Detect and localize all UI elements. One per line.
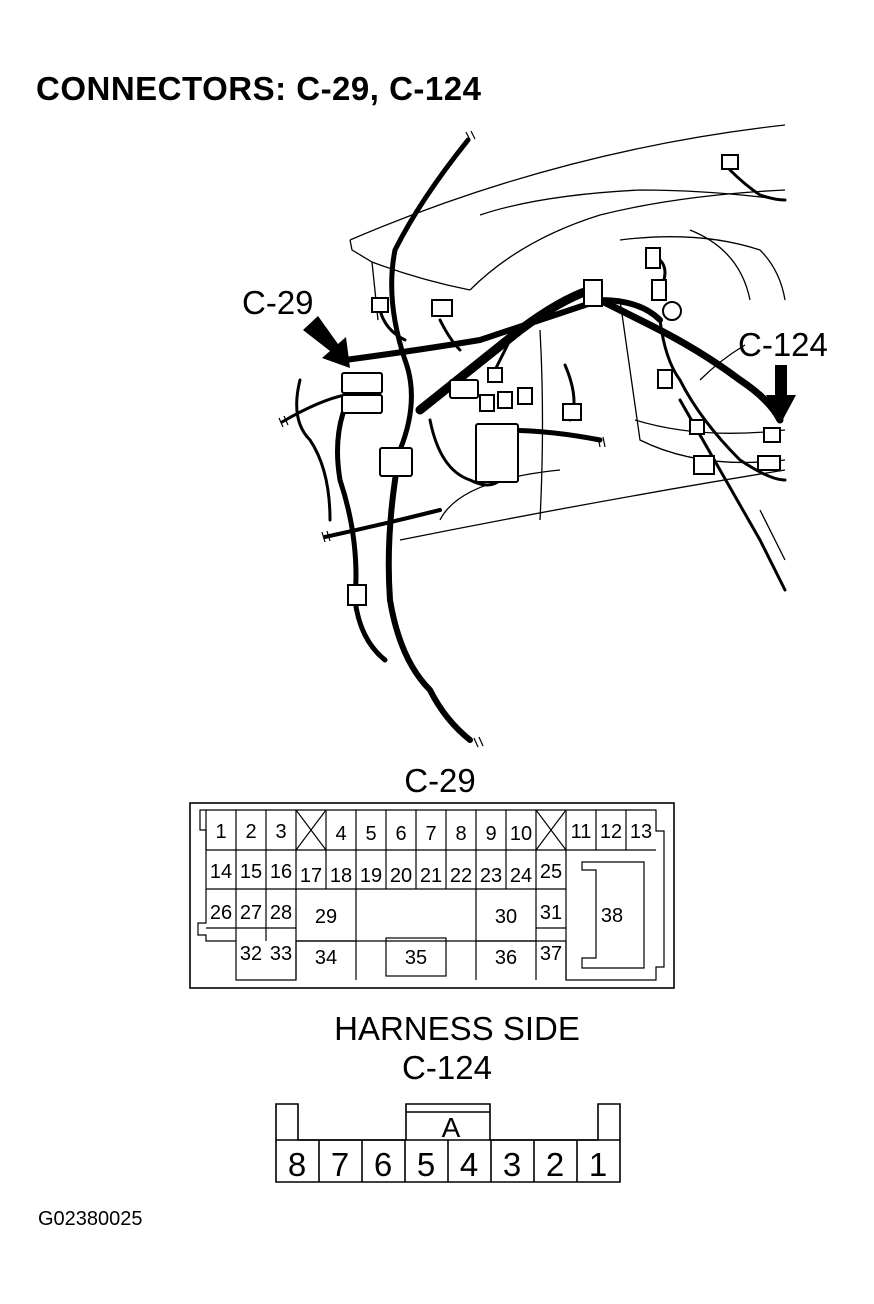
c29-pin: 9 (485, 823, 496, 845)
c29-pin: 11 (571, 821, 592, 843)
callout-c124-label: C-124 (738, 326, 828, 363)
c124-pin: 5 (417, 1146, 435, 1183)
c29-pin: 10 (510, 823, 532, 845)
c124-pin: 4 (460, 1146, 478, 1183)
c29-pin: 8 (455, 823, 466, 845)
c124-connector-face (275, 1103, 621, 1183)
c124-pin-numbers: 8 7 6 5 4 3 2 1 (288, 1146, 607, 1183)
c29-pin: 1 (215, 821, 226, 843)
c29-pin: 29 (315, 906, 337, 928)
c124-label: C-124 (402, 1049, 492, 1086)
c29-pin: 18 (330, 865, 352, 887)
c29-pin: 35 (405, 947, 427, 969)
page-title: CONNECTORS: C-29, C-124 (36, 70, 482, 107)
c29-arrow (303, 316, 350, 368)
c29-pin: 4 (335, 823, 346, 845)
dashboard-outline (349, 124, 786, 561)
c29-pin: 13 (630, 821, 652, 843)
c29-pin: 16 (270, 861, 292, 883)
c29-pin: 27 (240, 902, 262, 924)
c124-pin: 3 (503, 1146, 521, 1183)
c29-pin: 38 (601, 905, 623, 927)
c29-pin: 20 (390, 865, 412, 887)
c124-pin: 7 (331, 1146, 349, 1183)
c29-pin: 28 (270, 902, 292, 924)
c29-pin: 30 (495, 906, 517, 928)
callout-arrows (303, 316, 796, 423)
c29-pin: 34 (315, 947, 337, 969)
c29-pin: 32 (240, 943, 262, 965)
c29-pin: 5 (365, 823, 376, 845)
wire-end-ticks (278, 130, 606, 748)
c29-pin: 31 (540, 902, 562, 924)
c29-pin: 25 (540, 861, 562, 883)
figure-reference-code: G02380025 (38, 1208, 143, 1230)
connector-blocks (341, 154, 781, 606)
c124-pin: 2 (546, 1146, 564, 1183)
c29-pin: 22 (450, 865, 472, 887)
c29-pin: 17 (300, 865, 322, 887)
c29-pin: 36 (495, 947, 517, 969)
harness-side-caption: HARNESS SIDE (334, 1010, 580, 1047)
c29-pin: 33 (270, 943, 292, 965)
c29-pin-numbers: 1 2 3 4 5 6 7 8 9 10 11 12 13 14 15 16 1… (210, 821, 652, 969)
c29-pin: 6 (395, 823, 406, 845)
c29-pin: 19 (360, 865, 382, 887)
harness-wires (280, 137, 787, 743)
c29-pin: 14 (210, 861, 232, 883)
c29-pin: 3 (275, 821, 286, 843)
c29-connector-face (189, 802, 675, 989)
c124-pin: 8 (288, 1146, 306, 1183)
c29-pin: 15 (240, 861, 262, 883)
c29-pin: 12 (600, 821, 622, 843)
c124-key-label: A (442, 1112, 461, 1143)
c124-arrow (766, 365, 796, 423)
c29-pin: 2 (245, 821, 256, 843)
c124-pin: 1 (589, 1146, 607, 1183)
c124-pin: 6 (374, 1146, 392, 1183)
c29-pin: 26 (210, 902, 232, 924)
c29-pin: 37 (540, 943, 562, 965)
c29-pin: 7 (425, 823, 436, 845)
c29-pin: 24 (510, 865, 532, 887)
c29-pin: 23 (480, 865, 502, 887)
callout-c29-label: C-29 (242, 284, 314, 321)
c29-label: C-29 (404, 762, 476, 799)
c29-pin: 21 (420, 865, 442, 887)
